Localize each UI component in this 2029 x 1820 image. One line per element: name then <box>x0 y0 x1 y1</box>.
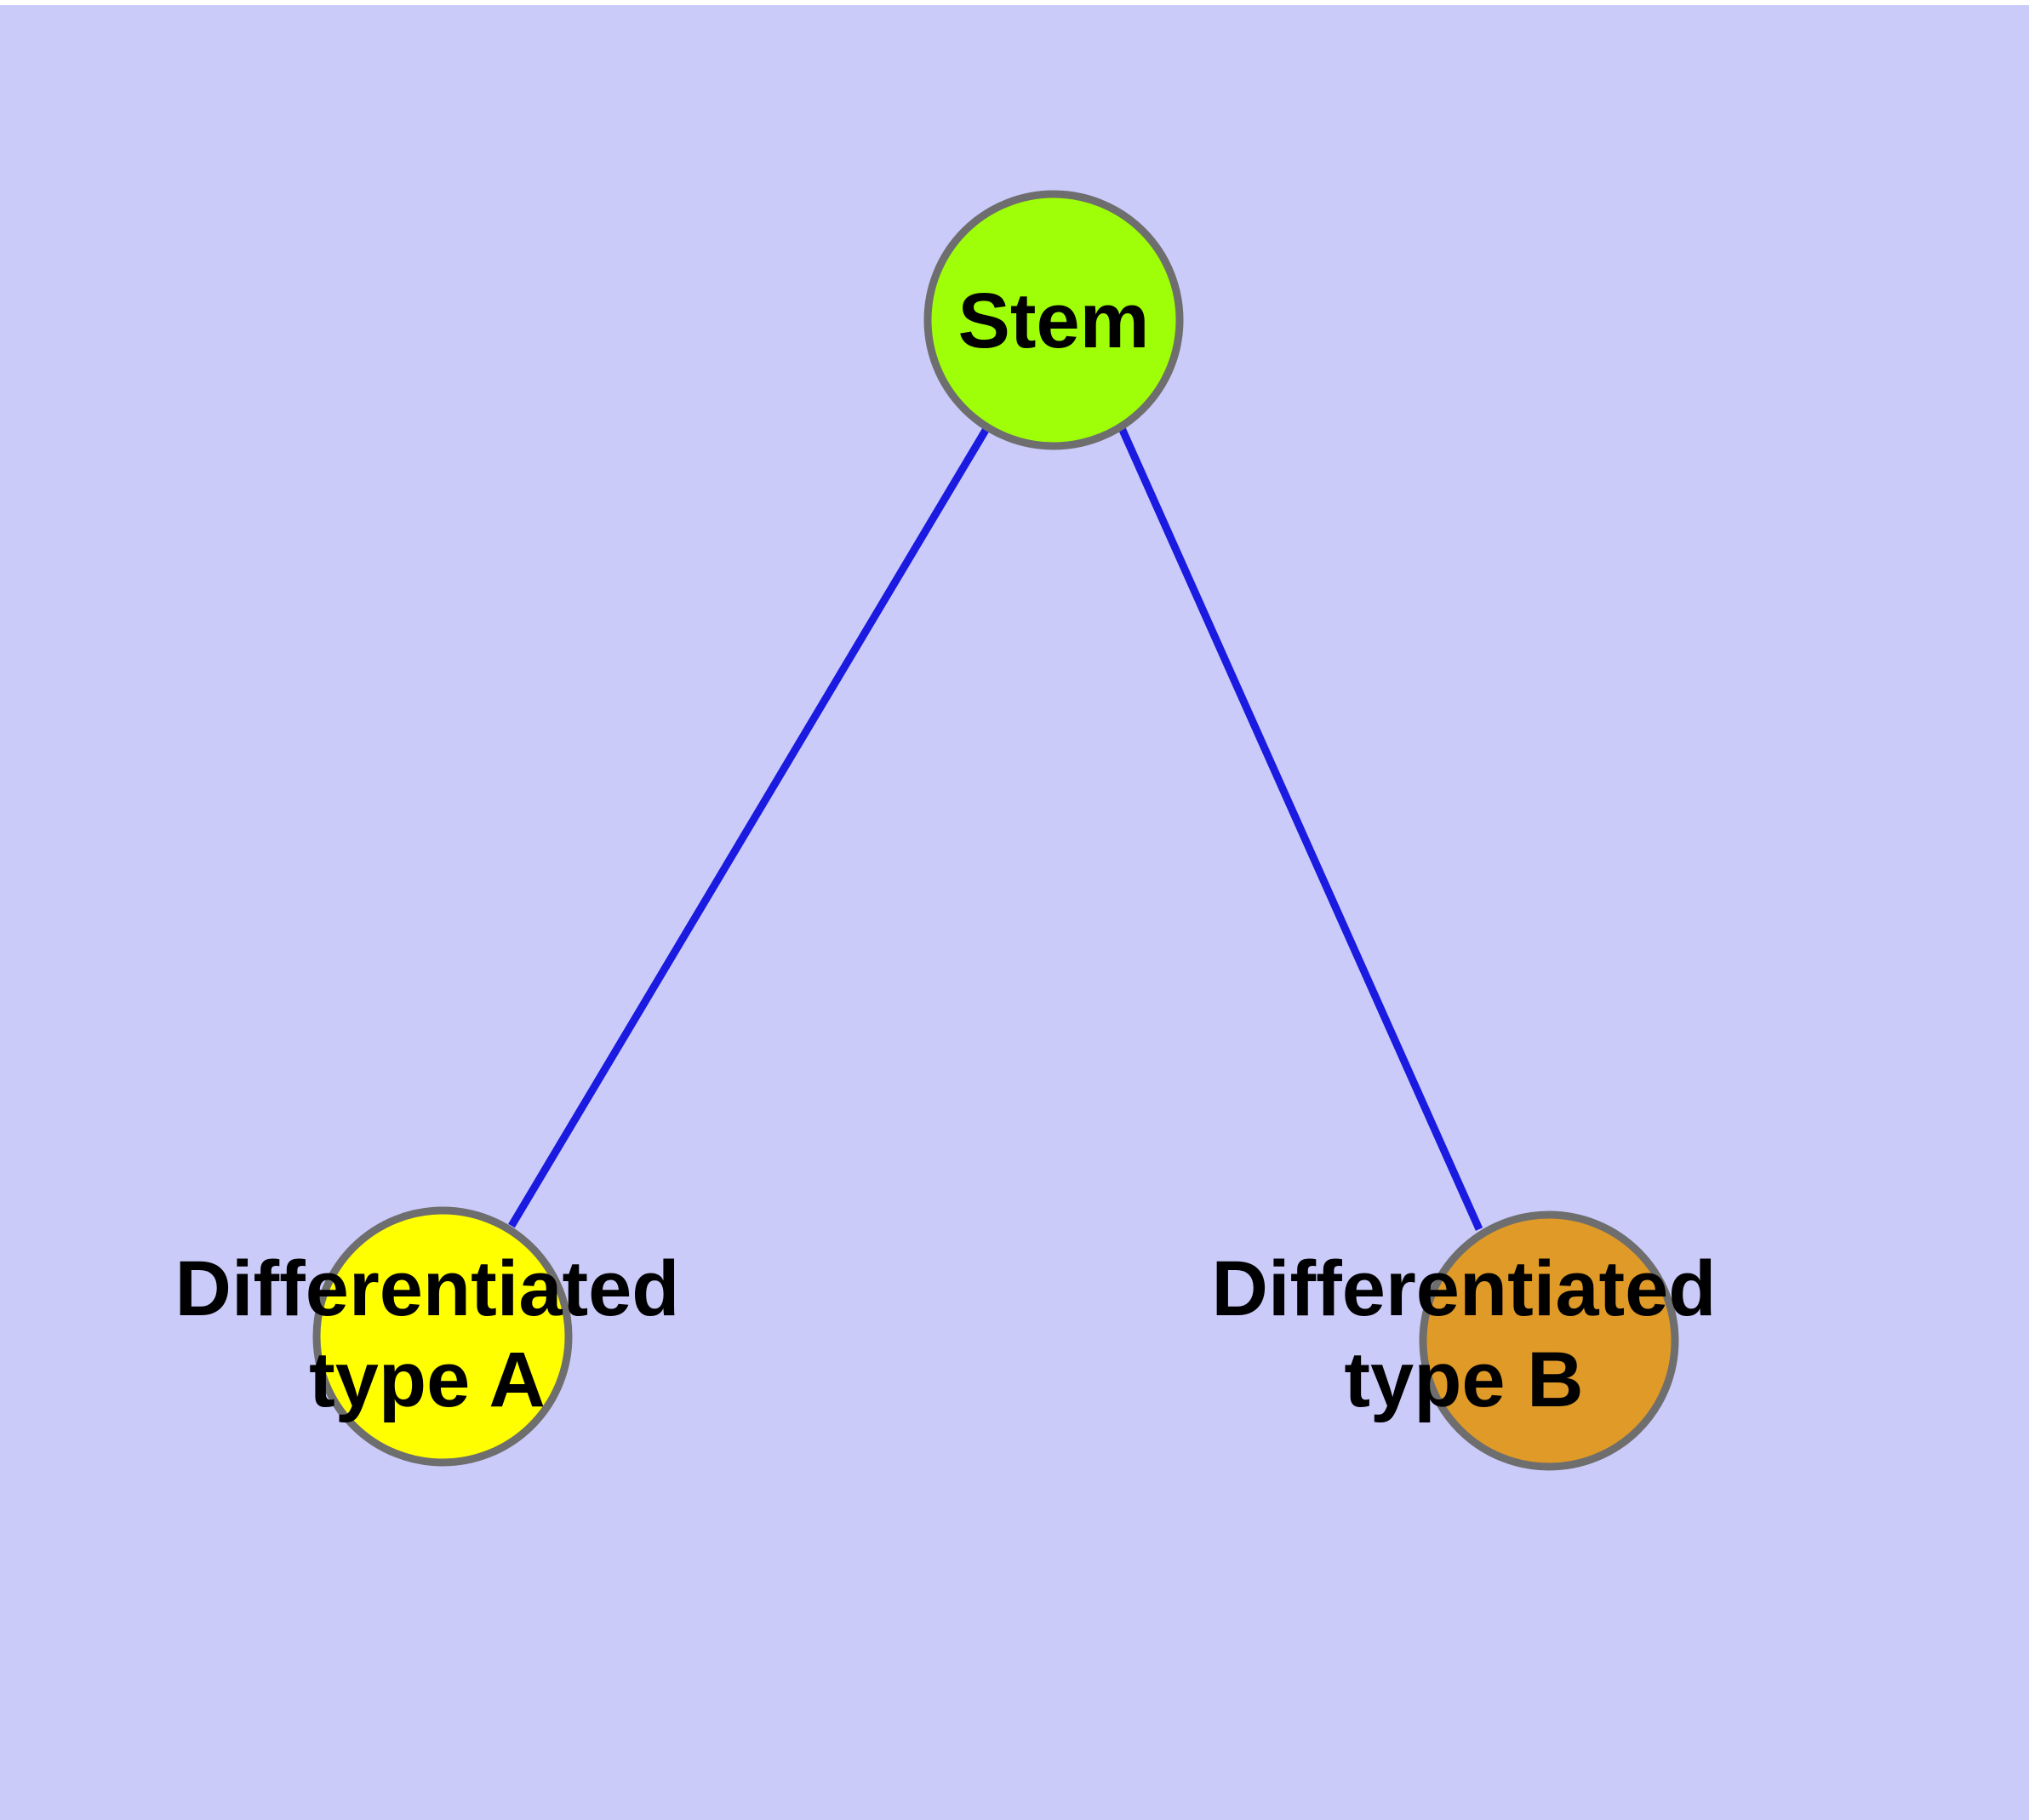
edges-group <box>508 425 1483 1231</box>
node-label-differentiated-type-a-line1: Differentiated <box>175 1245 680 1332</box>
node-stem[interactable] <box>923 190 1184 450</box>
node-differentiated-type-b[interactable] <box>1419 1210 1679 1471</box>
node-label-differentiated-type-b-line1: Differentiated <box>1212 1245 1717 1332</box>
node-differentiated-type-b-circle[interactable] <box>1419 1210 1679 1471</box>
node-label-differentiated-type-b-line2: type B <box>1344 1336 1583 1423</box>
node-differentiated-type-a[interactable] <box>312 1206 573 1467</box>
edge-stem-to-differentiated-type-b[interactable] <box>1117 426 1483 1231</box>
node-differentiated-type-a-circle[interactable] <box>312 1206 573 1467</box>
nodes-group <box>312 190 1679 1471</box>
node-labels-group: Stem Differentiated type A Differentiate… <box>175 278 1717 1423</box>
node-label-differentiated-type-a-line2: type A <box>309 1336 546 1423</box>
node-label-stem: Stem <box>958 278 1150 364</box>
edge-stem-to-differentiated-type-a[interactable] <box>508 425 991 1228</box>
node-stem-circle[interactable] <box>923 190 1184 450</box>
